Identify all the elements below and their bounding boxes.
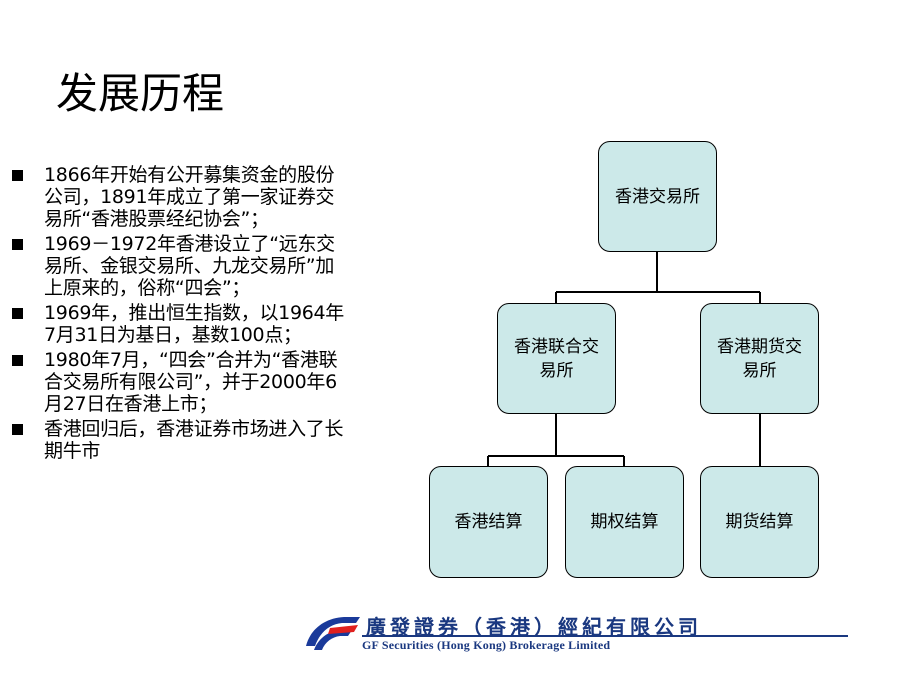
square-bullet-icon — [12, 239, 23, 250]
org-node-options-clearing: 期权结算 — [565, 466, 684, 578]
bullet-item: 1969－1972年香港设立了“远东交易所、金银交易所、九龙交易所”加上原来的，… — [8, 233, 348, 299]
bullet-item: 1969年，推出恒生指数，以1964年7月31日为基日，基数100点； — [8, 302, 348, 346]
bullet-item: 1980年7月，“四会”合并为“香港联合交易所有限公司”，并于2000年6月27… — [8, 349, 348, 415]
bullet-text: 1969－1972年香港设立了“远东交易所、金银交易所、九龙交易所”加上原来的，… — [44, 233, 335, 299]
org-node-hk-united-exchange: 香港联合交易所 — [497, 303, 616, 414]
history-bullet-list: 1866年开始有公开募集资金的股份公司，1891年成立了第一家证券交易所“香港股… — [8, 164, 348, 465]
page-title: 发展历程 — [56, 69, 225, 118]
company-footer: 廣發證券（香港）經紀有限公司 GF Securities (Hong Kong)… — [300, 612, 860, 652]
org-node-futures-clearing: 期货结算 — [700, 466, 819, 578]
org-node-hk-futures-exchange: 香港期货交易所 — [700, 303, 819, 414]
square-bullet-icon — [12, 355, 23, 366]
square-bullet-icon — [12, 424, 23, 435]
bullet-text: 1866年开始有公开募集资金的股份公司，1891年成立了第一家证券交易所“香港股… — [44, 164, 335, 230]
org-node-hk-clearing: 香港结算 — [429, 466, 548, 578]
company-name-english: GF Securities (Hong Kong) Brokerage Limi… — [362, 638, 611, 652]
footer-divider — [362, 635, 848, 637]
bullet-text: 1980年7月，“四会”合并为“香港联合交易所有限公司”，并于2000年6月27… — [44, 349, 338, 415]
bullet-item: 1866年开始有公开募集资金的股份公司，1891年成立了第一家证券交易所“香港股… — [8, 164, 348, 230]
square-bullet-icon — [12, 170, 23, 181]
bullet-text: 1969年，推出恒生指数，以1964年7月31日为基日，基数100点； — [44, 302, 345, 346]
org-node-hkex: 香港交易所 — [598, 141, 717, 252]
square-bullet-icon — [12, 308, 23, 319]
bullet-text: 香港回归后，香港证券市场进入了长期牛市 — [44, 418, 344, 462]
gf-logo-icon — [306, 617, 360, 650]
bullet-item: 香港回归后，香港证券市场进入了长期牛市 — [8, 418, 348, 462]
